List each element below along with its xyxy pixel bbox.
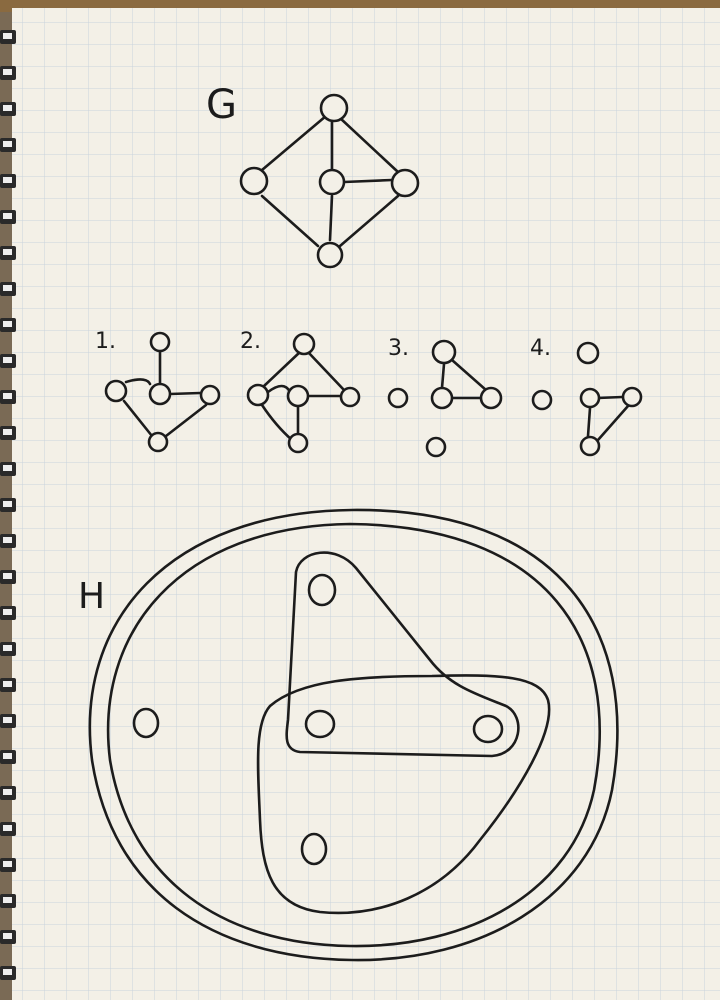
binding-hole [3, 681, 12, 687]
graph-edge [262, 350, 302, 388]
binding-hole [3, 645, 12, 651]
graph-g-edges [260, 114, 400, 248]
subgraph-label: 2. [240, 329, 261, 354]
graph-edge [596, 395, 624, 400]
graph-g-label: G [206, 82, 237, 128]
subgraph-label: 3. [388, 336, 409, 361]
binding-hole [3, 33, 12, 39]
graph-vertex [531, 389, 553, 411]
graph-edge [338, 116, 400, 174]
graph-edge [338, 194, 400, 248]
graph-vertex [239, 166, 269, 196]
graph-edge [450, 358, 488, 392]
binding-hole [3, 393, 12, 399]
graph-edge [342, 178, 394, 184]
graph-vertex [339, 386, 361, 408]
binding-hole [3, 213, 12, 219]
binding-hole [3, 321, 12, 327]
graph-edge [168, 391, 202, 396]
graph-vertex [199, 384, 221, 406]
hypergraph-vertex [304, 709, 336, 739]
graph-vertex [576, 341, 600, 365]
binding-hole [3, 789, 12, 795]
hyperedge-triangle [285, 551, 520, 758]
graph-vertex [287, 432, 309, 454]
binding-hole [3, 141, 12, 147]
graph-vertex [430, 386, 454, 410]
hyperedge-outer-inner-ring [106, 522, 602, 948]
graph-vertex [390, 168, 420, 198]
hypergraph-vertex [300, 832, 328, 866]
graph-vertex [292, 332, 316, 356]
binding-hole [3, 861, 12, 867]
graph-edge [260, 114, 328, 172]
graph-vertex [387, 387, 409, 409]
graph-vertex [148, 382, 172, 406]
binding-hole [3, 357, 12, 363]
binding-hole [3, 573, 12, 579]
graph-edge [306, 350, 346, 392]
graph-g: G [206, 82, 420, 269]
graph-edge [440, 362, 446, 390]
graph-vertex [579, 387, 601, 409]
binding-hole [3, 609, 12, 615]
hyperedge-outer [88, 508, 619, 962]
hypergraph-vertex [307, 573, 337, 607]
graph-vertex [579, 435, 601, 457]
graph-g-vertices [239, 93, 420, 269]
hypergraph-h-label: H [78, 576, 105, 617]
spiral-binding [0, 30, 16, 980]
graph-vertex [246, 383, 270, 407]
subgraph-2: 2. [240, 329, 361, 454]
binding-hole [3, 969, 12, 975]
binding-hole [3, 753, 12, 759]
hypergraph-h: H [78, 508, 619, 962]
graph-vertex [104, 379, 128, 403]
graph-vertex [147, 431, 169, 453]
binding-hole [3, 69, 12, 75]
hypergraph-vertex [132, 707, 160, 739]
graph-vertex [319, 93, 349, 123]
hyperedge-lower [256, 674, 551, 915]
subgraph-4: 4. [530, 336, 643, 457]
binding-hole [3, 501, 12, 507]
binding-hole [3, 537, 12, 543]
binding-hole [3, 897, 12, 903]
binding-hole [3, 249, 12, 255]
graph-edge [260, 194, 320, 248]
subgraph-3: 3. [387, 336, 503, 458]
binding-hole [3, 105, 12, 111]
binding-hole [3, 177, 12, 183]
binding-hole [3, 717, 12, 723]
binding-hole [3, 825, 12, 831]
graph-vertex [431, 339, 457, 365]
binding-hole [3, 429, 12, 435]
graph-edge [124, 378, 152, 386]
binding-hole [3, 933, 12, 939]
binding-hole [3, 465, 12, 471]
subgraph-label: 1. [95, 329, 116, 354]
graph-vertex [316, 241, 344, 269]
graph-vertex [425, 436, 447, 458]
subgraph-1: 1. [95, 329, 221, 453]
graph-edge [164, 403, 208, 438]
graph-edge [328, 194, 334, 242]
graph-vertex [318, 168, 346, 196]
binding-hole [3, 285, 12, 291]
graph-vertex [286, 384, 310, 408]
graph-vertex [621, 386, 643, 408]
hypergraph-vertex [472, 714, 504, 744]
graph-vertex [149, 331, 171, 353]
graph-edge [122, 399, 154, 438]
grid-lines [12, 8, 720, 1000]
graph-edge [586, 406, 592, 438]
graph-edge [596, 404, 630, 442]
subgraph-label: 4. [530, 336, 551, 361]
graph-vertex [479, 386, 503, 410]
